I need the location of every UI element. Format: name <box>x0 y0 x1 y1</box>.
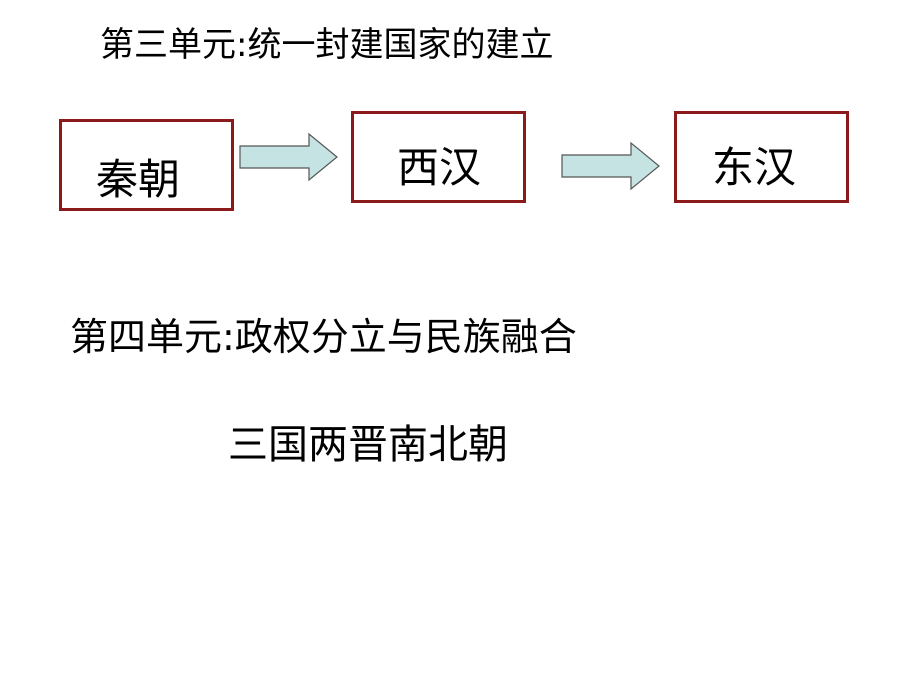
dynasty-box-eastern-han: 东汉 <box>674 111 849 203</box>
unit3-title: 第三单元:统一封建国家的建立 <box>100 25 554 65</box>
unit4-subtitle: 三国两晋南北朝 <box>228 422 508 468</box>
dynasty-label-qin: 秦朝 <box>96 155 181 204</box>
right-arrow-icon <box>561 141 660 191</box>
dynasty-box-western-han: 西汉 <box>351 111 526 203</box>
dynasty-label-western-han: 西汉 <box>397 143 482 192</box>
unit4-title: 第四单元:政权分立与民族融合 <box>70 315 577 359</box>
dynasty-label-eastern-han: 东汉 <box>712 143 797 192</box>
dynasty-box-qin: 秦朝 <box>59 119 234 211</box>
right-arrow-icon <box>239 132 338 182</box>
